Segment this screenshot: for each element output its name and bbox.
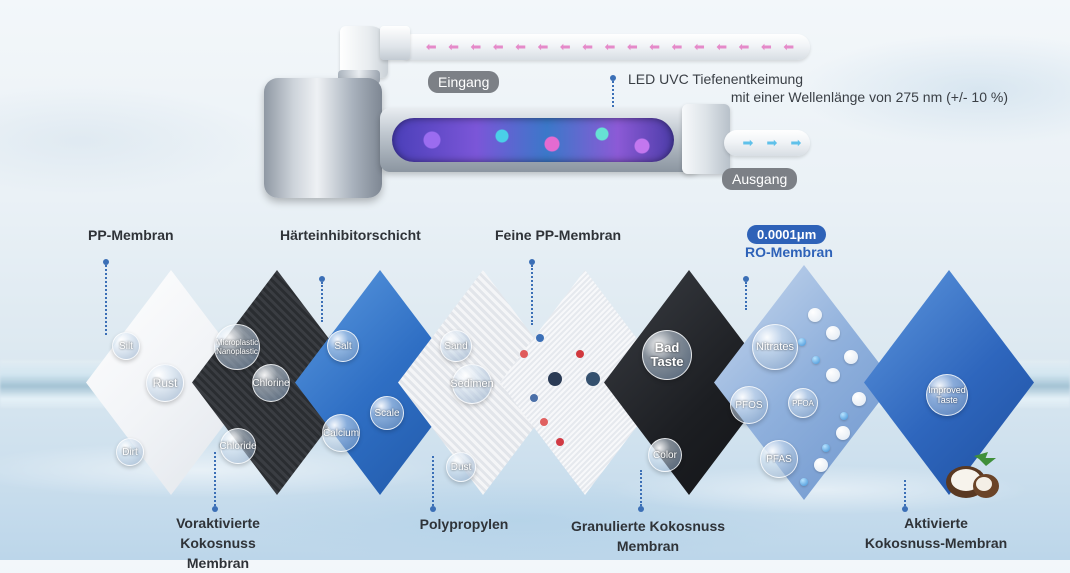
- improved-text: Improved: [928, 385, 966, 395]
- pellet: [826, 326, 840, 340]
- contaminant-sediment: Sedimen: [450, 364, 494, 404]
- callout-line: [531, 265, 533, 325]
- led-uvc-description: LED UVC Tiefenentkeimung mit einer Welle…: [620, 70, 1010, 106]
- callout-dot: [529, 259, 535, 265]
- label-granulated-coconut: Granulierte Kokosnuss Membran: [568, 516, 728, 556]
- contaminant-nitrates: Nitrates: [752, 324, 798, 370]
- led-callout-line: [612, 81, 614, 107]
- activated-line-1: Aktivierte: [904, 515, 968, 531]
- uv-bacteria-window: [392, 118, 674, 162]
- coconut-icon: [946, 452, 999, 498]
- pellet: [798, 338, 806, 346]
- contaminant-dirt: Dirt: [116, 438, 144, 466]
- contaminant-color: Color: [648, 438, 682, 472]
- outlet-pipe: [724, 130, 810, 156]
- pellet: [800, 478, 808, 486]
- preactivated-line-1: Voraktivierte Kokosnuss: [176, 515, 260, 551]
- contaminant-calcium: Calcium: [322, 414, 360, 452]
- callout-dot: [743, 276, 749, 282]
- callout-line: [432, 456, 434, 506]
- pellet: [826, 368, 840, 382]
- label-hardness-layer: Härteinhibitorschicht: [280, 227, 421, 243]
- callout-line: [640, 470, 642, 506]
- particle: [536, 334, 544, 342]
- contaminant-rust: Rust: [146, 364, 184, 402]
- contaminant-dust: Dust: [446, 452, 476, 482]
- label-preactivated-coconut: Voraktivierte Kokosnuss Membran: [138, 513, 298, 573]
- pellet: [840, 412, 848, 420]
- callout-dot: [319, 276, 325, 282]
- contaminant-chloride: Chloride: [219, 428, 257, 464]
- callout-line: [321, 282, 323, 322]
- taste-text: Taste: [650, 354, 684, 369]
- label-pp-membrane: PP-Membran: [88, 227, 174, 243]
- preactivated-line-2: Membran: [186, 555, 250, 571]
- contaminant-chlorine: Chlorine: [252, 364, 290, 402]
- callout-line: [904, 480, 906, 506]
- contaminant-pfas: PFAS: [760, 440, 798, 478]
- inlet-pipe: [400, 34, 810, 60]
- contaminant-sand: Sand: [440, 330, 472, 362]
- led-line-1: LED UVC Tiefenentkeimung: [628, 71, 804, 87]
- uv-lamp-unit: ⬅⬅⬅⬅⬅⬅⬅⬅⬅⬅⬅⬅⬅⬅⬅⬅⬅ Eingang ➡➡➡ Ausgang LE…: [0, 0, 1070, 200]
- label-activated-coconut: Aktivierte Kokosnuss-Membran: [856, 513, 1016, 553]
- lamp-housing: [264, 78, 382, 198]
- inlet-flow-arrows: ⬅⬅⬅⬅⬅⬅⬅⬅⬅⬅⬅⬅⬅⬅⬅⬅⬅: [425, 39, 795, 55]
- improved-taste-text: Taste: [936, 395, 958, 405]
- callout-dot: [902, 506, 908, 512]
- activated-line-2: Kokosnuss-Membran: [864, 535, 1008, 551]
- particle: [576, 350, 584, 358]
- contaminant-scale: Scale: [370, 396, 404, 430]
- callout-dot: [212, 506, 218, 512]
- led-line-2: mit einer Wellenlänge von 275 nm (+/- 10…: [730, 89, 1008, 105]
- led-callout-dot: [610, 75, 616, 81]
- outlet-nut: [682, 104, 730, 174]
- microplastic-text: Microplastic: [215, 338, 259, 347]
- outlet-label: Ausgang: [722, 168, 798, 190]
- pellet: [814, 458, 828, 472]
- label-ro-membrane: RO-Membran: [745, 244, 833, 260]
- particle: [556, 438, 564, 446]
- inlet-nut: [380, 26, 410, 60]
- pellet: [822, 444, 830, 452]
- label-fine-pp-membrane: Feine PP-Membran: [495, 227, 622, 243]
- label-polypropylene: Polypropylen: [419, 516, 509, 532]
- pellet: [836, 426, 850, 440]
- particle: [548, 372, 562, 386]
- pellet: [812, 356, 820, 364]
- callout-line: [105, 265, 107, 335]
- contaminant-pfoa: PFOA: [788, 388, 818, 418]
- callout-dot: [430, 506, 436, 512]
- contaminant-salt: Salt: [327, 330, 359, 362]
- bad-text: Bad: [654, 340, 680, 355]
- contaminant-silt: Silt: [112, 332, 140, 360]
- inlet-label: Eingang: [428, 71, 500, 93]
- granulated-line-1: Granulierte Kokosnuss: [570, 518, 726, 534]
- particle: [530, 394, 538, 402]
- particle: [540, 418, 548, 426]
- callout-dot: [638, 506, 644, 512]
- callout-line: [745, 282, 747, 310]
- pellet: [852, 392, 866, 406]
- ro-pore-size: 0.0001μm: [747, 225, 827, 244]
- outlet-flow-arrows: ➡➡➡: [742, 135, 802, 151]
- callout-line: [214, 452, 216, 506]
- particle: [520, 350, 528, 358]
- contaminant-pfos: PFOS: [730, 386, 768, 424]
- nanoplastic-text: Nanoplastic: [216, 347, 258, 356]
- callout-dot: [103, 259, 109, 265]
- pellet: [808, 308, 822, 322]
- granulated-line-2: Membran: [616, 538, 680, 554]
- particle: [586, 372, 600, 386]
- pellet: [844, 350, 858, 364]
